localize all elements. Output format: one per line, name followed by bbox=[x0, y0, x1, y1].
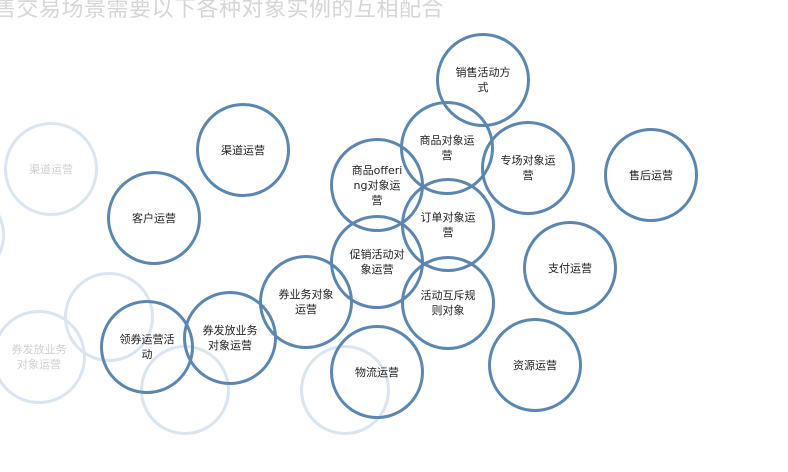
diagram-node: 领券运营活动 bbox=[100, 300, 194, 394]
ghost-node bbox=[0, 190, 5, 280]
ghost-node-label: 券发放业务对象运营 bbox=[11, 343, 67, 371]
diagram-node-label: 渠道运营 bbox=[221, 143, 265, 157]
diagram-node-label: 商品对象运营 bbox=[419, 134, 475, 162]
ghost-node: 渠道运营 bbox=[4, 122, 98, 216]
diagram-node-label: 券业务对象运营 bbox=[278, 288, 334, 316]
diagram-node-label: 领券运营活动 bbox=[119, 333, 175, 361]
diagram-node-label: 支付运营 bbox=[548, 261, 592, 275]
diagram-node: 客户运营 bbox=[107, 171, 201, 265]
diagram-node-label: 促销活动对象运营 bbox=[349, 248, 405, 276]
ghost-node: 券发放业务对象运营 bbox=[0, 310, 86, 404]
diagram-node-label: 资源运营 bbox=[513, 358, 557, 372]
diagram-node-label: 专场对象运营 bbox=[500, 154, 556, 182]
diagram-node-label: 物流运营 bbox=[355, 365, 399, 379]
diagram-node: 券发放业务对象运营 bbox=[183, 291, 277, 385]
diagram-title: 售交易场景需要以下各种对象实例的互相配合 bbox=[0, 0, 445, 22]
diagram-node: 资源运营 bbox=[488, 318, 582, 412]
diagram-node: 渠道运营 bbox=[196, 103, 290, 197]
diagram-node-label: 活动互斥规则对象 bbox=[420, 289, 476, 317]
diagram-node-label: 商品offering对象运营 bbox=[351, 163, 403, 207]
diagram-node-label: 订单对象运营 bbox=[420, 211, 476, 239]
diagram-node-label: 客户运营 bbox=[132, 211, 176, 225]
diagram-node-label: 券发放业务对象运营 bbox=[202, 324, 258, 352]
diagram-node: 售后运营 bbox=[604, 128, 698, 222]
diagram-node: 活动互斥规则对象 bbox=[401, 256, 495, 350]
diagram-node: 支付运营 bbox=[523, 221, 617, 315]
ghost-node-label: 渠道运营 bbox=[29, 162, 73, 176]
diagram-node: 专场对象运营 bbox=[481, 121, 575, 215]
diagram-node: 物流运营 bbox=[330, 325, 424, 419]
diagram-node-label: 销售活动方式 bbox=[455, 66, 511, 94]
diagram-node-label: 售后运营 bbox=[629, 168, 673, 182]
